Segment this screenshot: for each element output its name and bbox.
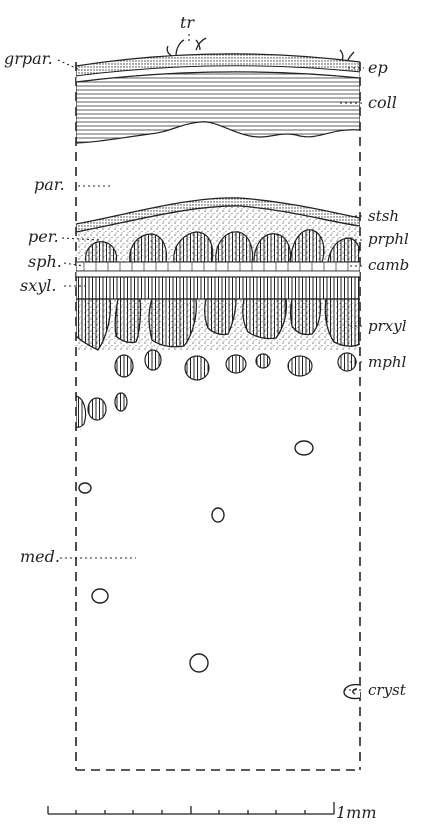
scale-bar-label: 1mm xyxy=(336,803,377,822)
collenchyma-layer xyxy=(76,72,360,143)
label-per: per. xyxy=(28,227,59,246)
label-tr: tr xyxy=(180,13,195,32)
label-ep: ep xyxy=(368,58,388,77)
label-med: med. xyxy=(20,547,60,566)
label-prphl: prphl xyxy=(368,230,409,248)
crystal-cells xyxy=(79,441,360,699)
label-stsh: stsh xyxy=(368,207,399,225)
medullary-phloem-bundles xyxy=(76,350,356,427)
label-sxyl: sxyl. xyxy=(20,276,56,295)
label-cryst: cryst xyxy=(368,681,407,699)
label-sph: sph. xyxy=(28,252,62,271)
label-par: par. xyxy=(34,175,65,194)
label-coll: coll xyxy=(368,93,397,112)
label-prxyl: prxyl xyxy=(368,317,407,335)
label-mphl: mphl xyxy=(368,353,406,371)
scale-bar xyxy=(48,802,334,814)
secondary-xylem-layer xyxy=(76,277,360,299)
cambium-band xyxy=(76,262,360,271)
label-camb: camb xyxy=(368,256,409,274)
label-grpar: grpar. xyxy=(4,49,53,68)
section-frame xyxy=(76,62,360,770)
